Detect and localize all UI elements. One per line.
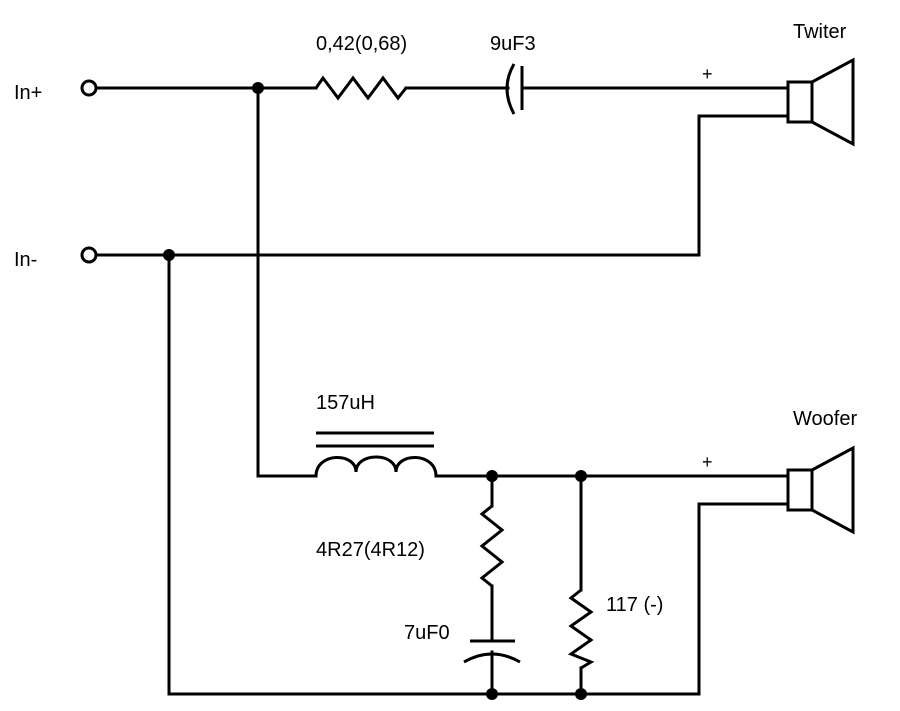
tweeter-speaker-icon	[786, 57, 855, 147]
wire-to-inductor	[256, 86, 318, 478]
junction-dot	[575, 688, 587, 700]
woofer-speaker-icon	[786, 445, 855, 535]
shunt-resistor	[567, 588, 595, 670]
junction-dot	[486, 688, 498, 700]
tweeter-series-resistor	[314, 75, 408, 101]
junction-dot	[575, 470, 587, 482]
zobel-capacitor	[463, 639, 521, 664]
tweeter-resistor-label: 0,42(0,68)	[316, 33, 407, 55]
tweeter-series-capacitor	[505, 63, 524, 115]
wire-ground-bus	[167, 253, 701, 696]
woofer-polarity-sign: +	[702, 452, 713, 472]
wire-woofer-return	[697, 502, 788, 696]
wire-tweeter-return	[95, 114, 788, 257]
junction-dot	[486, 470, 498, 482]
input-terminal-positive	[80, 79, 98, 97]
woofer-inductor	[314, 431, 438, 477]
tweeter-label: Twiter	[793, 21, 847, 43]
input-terminal-negative	[80, 246, 98, 264]
woofer-label: Woofer	[793, 408, 857, 430]
input-negative-label: In-	[14, 249, 37, 271]
junction-dot	[252, 82, 264, 94]
wires	[95, 86, 788, 696]
input-positive-label: In+	[14, 82, 42, 104]
shunt-resistor-label: 117 (-)	[606, 594, 663, 616]
tweeter-polarity-sign: +	[702, 64, 713, 84]
woofer-inductor-label: 157uH	[316, 392, 375, 414]
tweeter-capacitor-label: 9uF3	[490, 33, 536, 55]
zobel-resistor-label: 4R27(4R12)	[316, 539, 425, 561]
zobel-capacitor-label: 7uF0	[404, 622, 450, 644]
junction-dot	[163, 249, 175, 261]
zobel-resistor	[479, 504, 505, 588]
